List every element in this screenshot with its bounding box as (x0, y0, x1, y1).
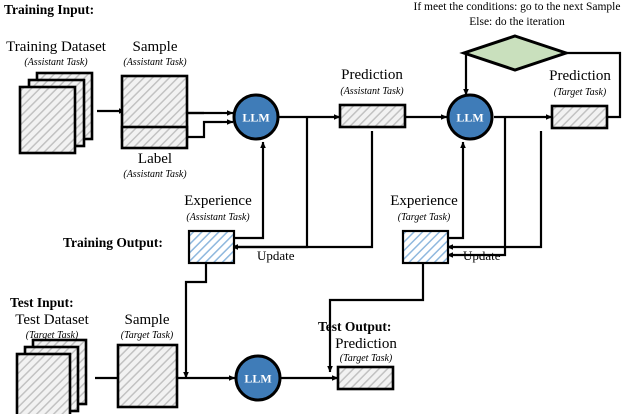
edge-experience-target-to-test-output (327, 262, 425, 373)
prediction-target-bottom-subtitle: (Target Task) (339, 353, 393, 364)
prediction-target-bottom-shape (336, 365, 395, 391)
edge-experience-assistant-to-llm1 (225, 141, 266, 240)
test-dataset-subtitle: (Target Task) (25, 330, 79, 341)
decision-diamond-shape[interactable] (459, 34, 571, 72)
test-dataset-title: Test Dataset (15, 312, 89, 328)
experience-target-shape (401, 229, 450, 265)
prediction-target-top-shape (550, 104, 609, 130)
sample-assistant-subtitle: (Assistant Task) (123, 57, 187, 68)
edge-prediction-target-to-decision (539, 50, 622, 119)
section-test-input: Test Input: (10, 295, 74, 310)
edge-experience-assistant-to-test-llm (183, 262, 208, 379)
edge-update-right-alt (446, 131, 543, 250)
sample-target-shape (116, 343, 179, 409)
llm-1-shape[interactable]: LLM (232, 93, 280, 141)
label-assistant-shape (120, 125, 189, 150)
sample-target-subtitle: (Target Task) (120, 330, 174, 341)
connector-joins (187, 111, 222, 139)
prediction-target-top-title: Prediction (549, 68, 611, 84)
section-training-output: Training Output: (63, 235, 163, 250)
prediction-target-bottom-title: Prediction (335, 336, 397, 352)
section-test-output: Test Output: (318, 319, 392, 334)
edge-label-update-left: Update (257, 248, 295, 263)
sample-target-title: Sample (124, 312, 170, 328)
prediction-assistant-subtitle: (Assistant Task) (340, 86, 404, 97)
prediction-target-top-subtitle: (Target Task) (553, 87, 607, 98)
edge-update-right-from-llm2 (446, 117, 507, 258)
edge-label-update-right: Update (463, 248, 501, 263)
llm-2-label: LLM (456, 111, 483, 125)
llm-3-label: LLM (244, 372, 271, 386)
join-label-out (187, 120, 222, 139)
edge-update-left-from-llm1 (231, 117, 309, 250)
edge-experience-target-to-llm2 (440, 141, 466, 240)
experience-assistant-subtitle: (Assistant Task) (186, 212, 250, 223)
training-dataset-title: Training Dataset (6, 39, 106, 55)
training-dataset-shape (18, 71, 94, 155)
training-dataset-subtitle: (Assistant Task) (24, 57, 88, 68)
sample-assistant-title: Sample (132, 39, 178, 55)
llm-1-label: LLM (242, 111, 269, 125)
connector-group (95, 50, 622, 381)
section-training-input: Training Input: (4, 2, 95, 17)
experience-target-subtitle: (Target Task) (397, 212, 451, 223)
label-assistant-subtitle: (Assistant Task) (123, 169, 187, 180)
test-dataset-shape (15, 338, 88, 414)
experience-assistant-title: Experience (184, 193, 252, 209)
experience-assistant-shape (187, 229, 236, 265)
llm-2-shape[interactable]: LLM (446, 93, 494, 141)
condition-note-line2: Else: do the iteration (469, 16, 565, 28)
edge-update-left-from-prediction (231, 131, 374, 250)
condition-note-line1: If meet the conditions: go to the next S… (413, 1, 621, 13)
llm-3-shape[interactable]: LLM (234, 354, 282, 402)
prediction-assistant-title: Prediction (341, 67, 403, 83)
experience-target-title: Experience (390, 193, 458, 209)
label-assistant-title: Label (137, 151, 173, 167)
prediction-assistant-shape (338, 103, 407, 129)
